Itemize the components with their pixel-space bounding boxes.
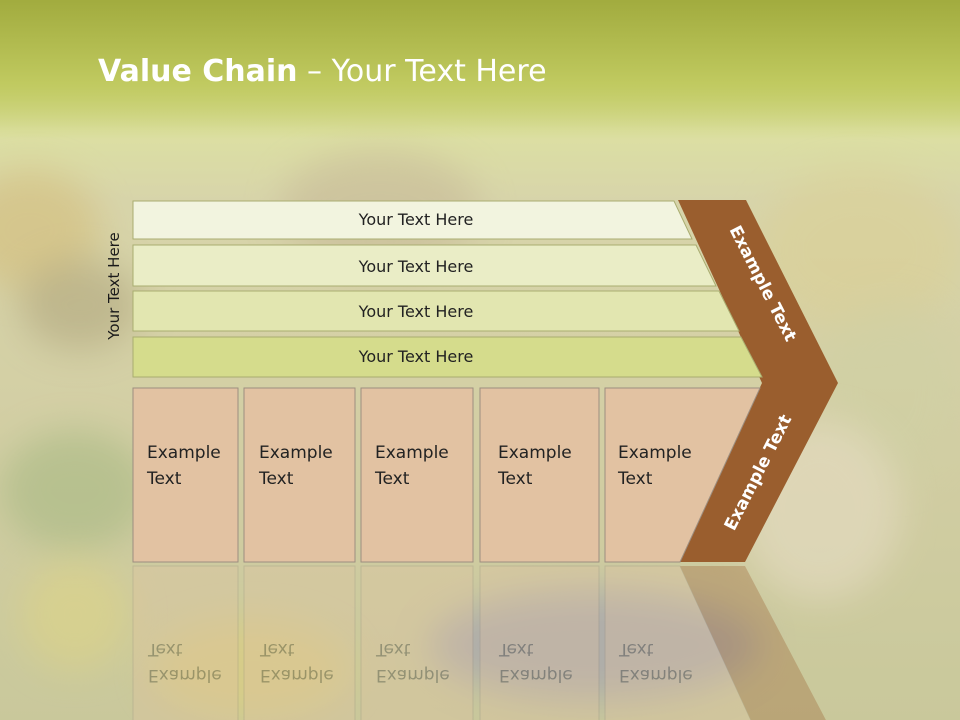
title-bold: Value Chain xyxy=(98,54,298,89)
svg-text:Example: Example xyxy=(376,665,450,685)
svg-text:Example: Example xyxy=(499,665,573,685)
row-4-shape xyxy=(132,336,763,378)
row-3-shape xyxy=(132,290,740,332)
chevron-arrow xyxy=(678,200,838,562)
boxes-group: Example Text Example Text Example Text E… xyxy=(132,387,761,563)
row-3-label: Your Text Here xyxy=(358,302,474,321)
svg-text:Example: Example xyxy=(148,665,222,685)
box-4-line2: Text xyxy=(497,469,533,489)
box-2-line1: Example xyxy=(259,443,333,463)
box-4-line1: Example xyxy=(498,443,572,463)
svg-text:Text: Text xyxy=(618,639,654,659)
box-5-line1: Example xyxy=(618,443,692,463)
title-band xyxy=(0,0,960,140)
box-4 xyxy=(479,387,600,563)
box-1 xyxy=(132,387,239,563)
diagram-reflection: Example Text Example Text Example Text E… xyxy=(132,565,826,720)
svg-text:Text: Text xyxy=(259,639,295,659)
svg-text:Text: Text xyxy=(147,639,183,659)
title-rest: – Your Text Here xyxy=(297,54,547,89)
row-2-label: Your Text Here xyxy=(358,257,474,276)
row-1-shape xyxy=(132,200,693,240)
box-2-line2: Text xyxy=(258,469,294,489)
row-4-label: Your Text Here xyxy=(358,347,474,366)
box-5 xyxy=(604,387,761,563)
svg-text:Example: Example xyxy=(619,665,693,685)
svg-text:Text: Text xyxy=(375,639,411,659)
box-3-line1: Example xyxy=(375,443,449,463)
svg-text:Example: Example xyxy=(260,665,334,685)
box-3-line2: Text xyxy=(374,469,410,489)
box-1-line1: Example xyxy=(147,443,221,463)
rows-group: Your Text Here Your Text Here Your Text … xyxy=(132,200,763,378)
svg-text:Text: Text xyxy=(498,639,534,659)
box-3 xyxy=(360,387,474,563)
row-1-label: Your Text Here xyxy=(358,210,474,229)
slide-title: Value Chain – Your Text Here xyxy=(98,54,547,89)
box-2 xyxy=(243,387,356,563)
box-1-line2: Text xyxy=(146,469,182,489)
box-5-line2: Text xyxy=(617,469,653,489)
row-2-shape xyxy=(132,244,717,287)
